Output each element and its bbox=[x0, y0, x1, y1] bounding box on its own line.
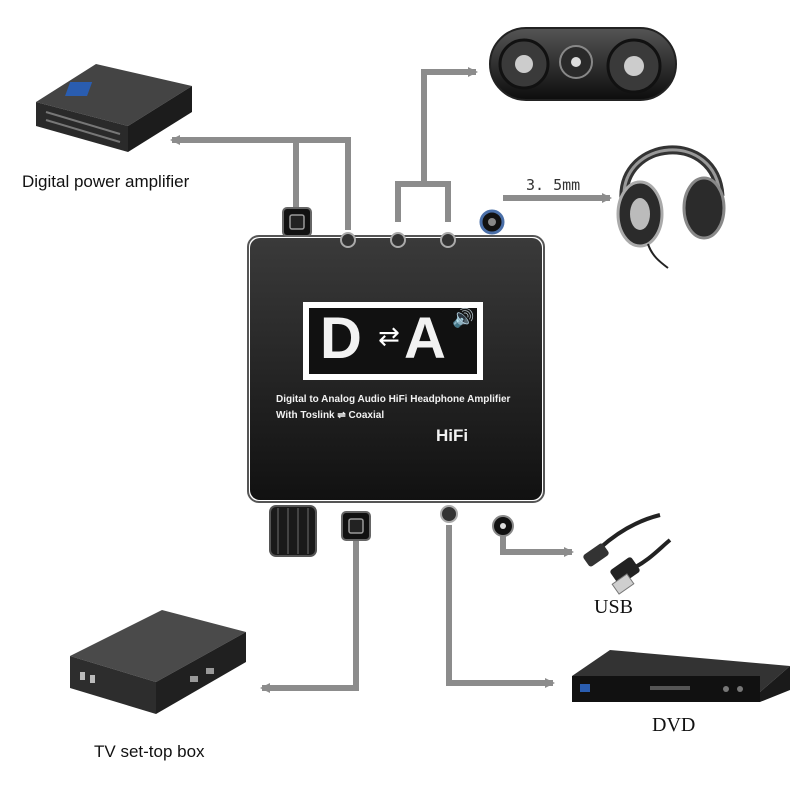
device-features: With Toslink ⇌ Coaxial bbox=[276, 410, 385, 421]
dvd-player-icon bbox=[572, 650, 790, 702]
top-coax-port bbox=[340, 232, 356, 248]
arrows-glyph: ⇄ bbox=[378, 322, 400, 352]
logo-a: A bbox=[404, 306, 446, 371]
device-subtitle: Digital to Analog Audio HiFi Headphone A… bbox=[276, 394, 511, 405]
settop-label: TV set-top box bbox=[94, 742, 205, 761]
usb-label: USB bbox=[594, 596, 633, 618]
dac-device bbox=[247, 207, 545, 557]
speaker-icon bbox=[489, 27, 677, 101]
headphone-size-label: 3. 5mm bbox=[526, 176, 581, 194]
amplifier-icon bbox=[36, 64, 192, 152]
usb-arrow bbox=[500, 530, 574, 557]
set-top-box-icon bbox=[70, 610, 246, 714]
dvd-label: DVD bbox=[652, 714, 696, 736]
dvd-arrow bbox=[446, 525, 555, 688]
speaker-arrow bbox=[395, 72, 476, 222]
usb-cable-icon bbox=[583, 513, 672, 595]
hifi-badge: HiFi bbox=[436, 426, 469, 445]
amplifier-coax-line bbox=[296, 137, 351, 230]
amplifier-label: Digital power amplifier bbox=[22, 172, 190, 191]
rca-right-port bbox=[440, 232, 456, 248]
connection-lines bbox=[170, 72, 612, 693]
settop-arrow bbox=[260, 540, 359, 693]
rca-left-port bbox=[390, 232, 406, 248]
logo-d: D bbox=[320, 306, 362, 371]
headphones-icon bbox=[616, 145, 726, 269]
volume-knob bbox=[269, 505, 317, 557]
amplifier-arrow bbox=[170, 135, 299, 212]
sound-wave-icon: 🔊 bbox=[452, 308, 475, 329]
bottom-coax-port bbox=[440, 505, 458, 523]
